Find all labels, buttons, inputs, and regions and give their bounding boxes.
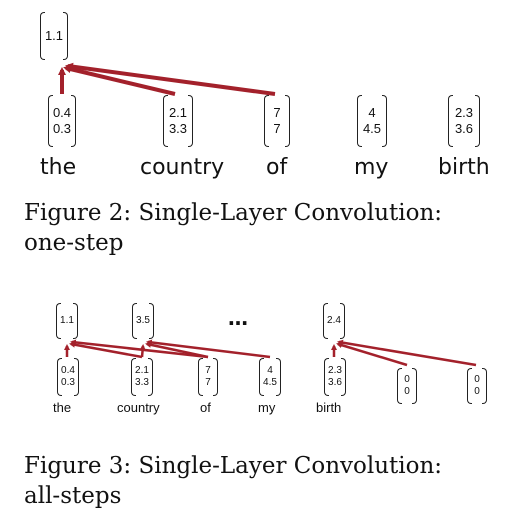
fig3-vector-birth: 2.3 3.6 <box>324 358 346 396</box>
fig3-arrow-country-to-out2 <box>139 344 146 358</box>
fig2-word-country: country <box>140 155 225 180</box>
fig3-arrow-my-to-out2 <box>146 339 271 359</box>
fig3-word-birth: birth <box>316 400 342 415</box>
fig2-vector-country-value-2: 3.3 <box>168 121 188 136</box>
fig3-caption-line-2: all-steps <box>24 483 122 509</box>
fig3-vector-my-value-1: 4 <box>267 364 273 376</box>
fig3-padding-2-value-2: 0 <box>474 386 480 397</box>
fig2-word-birth: birth <box>438 155 490 180</box>
fig3-vector-country-value-2: 3.3 <box>135 377 149 388</box>
fig3-arrow-pad2-to-out3 <box>337 339 477 367</box>
fig3-padding-2-value-1: 0 <box>474 373 480 385</box>
fig3-vector-my-value-2: 4.5 <box>263 377 277 388</box>
fig2-word-the: the <box>40 155 77 180</box>
fig3-vector-of-value-1: 7 <box>205 364 211 376</box>
fig3-arrow-pad1-to-out3 <box>336 342 408 367</box>
fig2-vector-my-value-1: 4 <box>368 104 376 120</box>
fig3-vector-my: 4 4.5 <box>259 358 281 396</box>
fig2-vector-of-value-1: 7 <box>273 104 281 120</box>
fig3-padding-1-value-1: 0 <box>404 373 410 385</box>
fig2-vector-my: 4 4.5 <box>357 95 387 147</box>
fig3-output-vector-3: 2.4 <box>323 303 345 339</box>
fig3-caption-line-1: Figure 3: Single-Layer Convolution: <box>24 453 443 479</box>
fig3-output-vector-2: 3.5 <box>132 303 154 339</box>
fig2-word-of: of <box>266 155 288 180</box>
fig2-vector-the: 0.4 0.3 <box>48 95 76 147</box>
fig2-vector-country: 2.1 3.3 <box>163 95 193 147</box>
fig2-vector-birth: 2.3 3.6 <box>448 95 480 147</box>
fig2-vector-my-value-2: 4.5 <box>362 121 382 136</box>
fig3-padding-vector-2: 0 0 <box>467 368 487 404</box>
fig3-vector-the-value-1: 0.4 <box>61 364 75 376</box>
fig3-padding-1-value-2: 0 <box>404 386 410 397</box>
fig3-vector-birth-value-2: 3.6 <box>328 377 342 388</box>
fig2-word-my: my <box>354 155 389 180</box>
fig3-vector-the-value-2: 0.3 <box>61 377 75 388</box>
fig2-output-vector: 1.1 <box>40 12 68 60</box>
fig2-vector-the-value-2: 0.3 <box>52 121 72 136</box>
fig3-output-vector-1: 1.1 <box>56 303 78 339</box>
fig3-word-of: of <box>200 400 211 415</box>
fig2-vector-birth-value-1: 2.3 <box>454 104 474 120</box>
fig3-vector-country: 2.1 3.3 <box>131 358 153 396</box>
fig3-arrow-of-to-out1 <box>70 339 209 359</box>
fig3-output-value-3: 2.4 <box>327 314 341 326</box>
fig3-word-my: my <box>258 400 276 415</box>
fig2-arrow-country <box>63 65 176 96</box>
fig3-output-value-2: 3.5 <box>136 314 150 326</box>
fig3-ellipsis: … <box>228 306 248 330</box>
fig3-padding-vector-1: 0 0 <box>397 368 417 404</box>
fig2-caption-line-1: Figure 2: Single-Layer Convolution: <box>24 200 443 226</box>
fig3-word-the: the <box>53 400 72 415</box>
fig3-arrow-country-to-out1 <box>69 341 143 359</box>
fig3-word-country: country <box>117 400 160 415</box>
fig2-vector-the-value-1: 0.4 <box>52 104 72 120</box>
fig3-vector-the: 0.4 0.3 <box>57 358 79 396</box>
fig3-vector-birth-value-1: 2.3 <box>328 364 342 376</box>
fig2-vector-of-value-2: 7 <box>273 121 281 136</box>
fig3-vector-of-value-2: 7 <box>205 377 211 388</box>
fig3-arrow-of-to-out2 <box>145 341 209 359</box>
fig2-arrow-of <box>65 62 276 96</box>
fig3-vector-of: 7 7 <box>198 358 218 396</box>
fig2-vector-of: 7 7 <box>264 95 290 147</box>
fig2-vector-birth-value-2: 3.6 <box>454 121 474 136</box>
fig3-vector-country-value-1: 2.1 <box>135 364 149 376</box>
fig2-caption-line-2: one-step <box>24 230 124 256</box>
fig2-vector-country-value-1: 2.1 <box>168 104 188 120</box>
fig3-output-value-1: 1.1 <box>60 314 74 326</box>
fig2-output-value: 1.1 <box>44 27 64 43</box>
